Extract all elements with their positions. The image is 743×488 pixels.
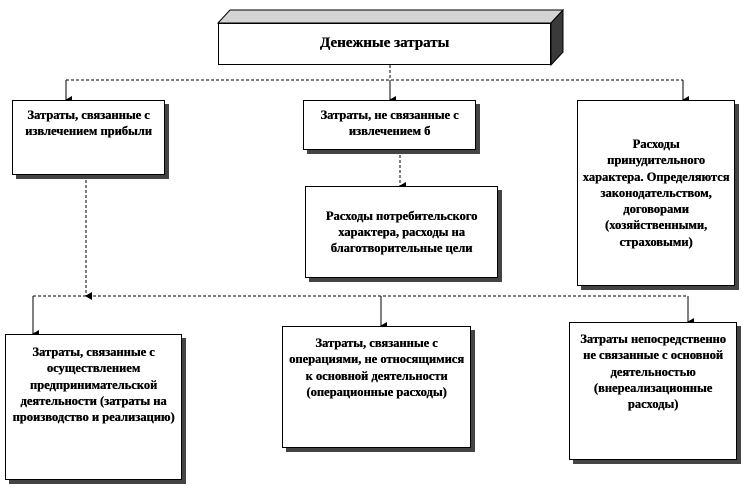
node-consumer-expenses: Расходы потребительского характера, расх… [305,186,498,278]
node-operational-costs-label: Затраты, связанные с операциями, не отно… [289,336,464,399]
title-3d-frame [216,8,565,67]
node-profit-related-label: Затраты, связанные с извлечением прибыли [25,108,152,139]
node-forced-expenses-label: Расходы принудительного характера. Опред… [582,137,730,249]
node-entrepreneurial-costs-label: Затраты, связанные с осуществлением пред… [12,345,175,424]
root-node-label: Денежные затраты [319,35,450,52]
node-consumer-expenses-label: Расходы потребительского характера, расх… [325,208,478,256]
connector-top [65,65,689,104]
connector-bottom [32,295,694,338]
node-profit-related: Затраты, связанные с извлечением прибыли [12,100,165,175]
node-non-profit-related-label: Затраты, не связанные с извлечением б [320,108,459,139]
node-entrepreneurial-costs: Затраты, связанные с осуществлением пред… [5,334,182,480]
root-node: Денежные затраты [218,23,551,65]
node-operational-costs: Затраты, связанные с операциями, не отно… [282,326,471,448]
node-non-operational-costs: Затраты непосредственно не связанные с о… [569,322,737,460]
node-non-profit-related: Затраты, не связанные с извлечением б [303,100,476,150]
node-non-operational-costs-label: Затраты непосредственно не связанные с о… [580,332,726,411]
node-forced-expenses: Расходы принудительного характера. Опред… [577,100,735,286]
